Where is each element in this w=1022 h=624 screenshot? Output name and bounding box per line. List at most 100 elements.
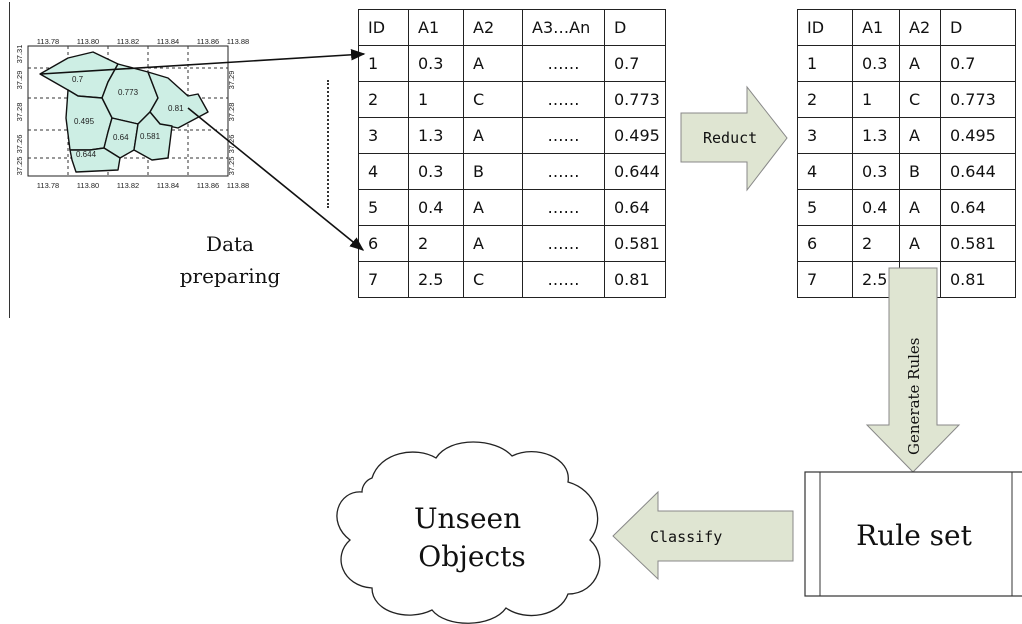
map-label-0.495: 0.495 (74, 117, 95, 126)
generate-rules-arrow (865, 267, 961, 473)
map-top-tick: 113.80 (77, 37, 99, 46)
connector-arrow-row7 (187, 107, 365, 251)
unseen-line-2: Objects (418, 540, 525, 573)
table-cell: 7 (358, 261, 409, 298)
table-cell: 0.7 (604, 45, 666, 82)
table-cell: 0.81 (940, 261, 1016, 298)
table-cell: …… (522, 225, 605, 262)
table-cell: A (899, 117, 941, 154)
classify-label: Classify (650, 528, 722, 546)
rule-set-label: Rule set (856, 519, 972, 552)
table-cell: 0.7 (940, 45, 1016, 82)
table-cell: C (463, 81, 523, 118)
header-cell: A1 (852, 9, 900, 46)
map-bottom-tick: 113.78 (37, 181, 59, 190)
map-bottom-tick: 113.84 (157, 181, 179, 190)
map-top-tick: 113.78 (37, 37, 59, 46)
table-cell: 0.4 (852, 189, 900, 226)
table-cell: …… (522, 81, 605, 118)
table-cell: …… (522, 153, 605, 190)
left-border-line (9, 2, 10, 318)
map-cell-0.581 (133, 111, 173, 161)
table-cell: 7 (797, 261, 853, 298)
map-label-0.64: 0.64 (113, 133, 129, 142)
table-cell: …… (522, 189, 605, 226)
map-right-tick: 37.28 (227, 103, 236, 122)
map-left-tick: 37.31 (15, 45, 24, 64)
table-cell: 1.3 (852, 117, 900, 154)
header-cell: ID (797, 9, 853, 46)
table-cell: 3 (797, 117, 853, 154)
map-left-tick: 37.26 (15, 135, 24, 154)
map-top-tick: 113.86 (197, 37, 219, 46)
table-cell: …… (522, 261, 605, 298)
map-right-tick: 37.29 (227, 71, 236, 90)
unseen-objects-label: Unseen Objects (414, 502, 530, 573)
generate-rules-label: Generate Rules (905, 337, 923, 455)
map-cell-0.644 (69, 147, 121, 173)
table-cell: C (463, 261, 523, 298)
table-cell: 2.5 (852, 261, 900, 298)
classify-arrow (612, 490, 794, 581)
unseen-objects-cloud (336, 441, 601, 624)
map-left-tick: 37.25 (15, 157, 24, 176)
table-cell: 1 (852, 81, 900, 118)
map-label-0.81: 0.81 (168, 104, 184, 113)
table-cell: 0.644 (940, 153, 1016, 190)
table-cell: A (899, 225, 941, 262)
table-cell: A (463, 189, 523, 226)
table-cell: 6 (797, 225, 853, 262)
table-cell: 2.5 (408, 261, 464, 298)
table-cell: 0.581 (604, 225, 666, 262)
table-cell: 2 (408, 225, 464, 262)
table-cell: 4 (358, 153, 409, 190)
data-preparing-label: Data preparing (179, 232, 281, 288)
reduct-arrow (680, 85, 788, 192)
map-label-0.644: 0.644 (76, 150, 97, 159)
table-cell: 0.773 (604, 81, 666, 118)
reduct-label: Reduct (703, 129, 757, 147)
table-cell: 0.81 (604, 261, 666, 298)
map-right-tick: 37.25 (227, 157, 236, 176)
table-cell: A (463, 45, 523, 82)
map-bottom-tick: 113.86 (197, 181, 219, 190)
unseen-line-1: Unseen (414, 502, 521, 535)
map-cell-0.81 (147, 71, 209, 129)
table-cell: A (899, 189, 941, 226)
map-top-tick: 113.84 (157, 37, 179, 46)
connector-arrow-row1 (40, 49, 366, 75)
table-cell: 0.4 (408, 189, 464, 226)
map-label-0.581: 0.581 (140, 132, 161, 141)
map-bottom-tick: 113.82 (117, 181, 139, 190)
map-top-tick: 113.82 (117, 37, 139, 46)
table-header-row: ID A1 A2 A3…An D (358, 9, 666, 46)
table-cell: 4 (797, 153, 853, 190)
map-top-tick: 113.88 (227, 37, 249, 46)
map-left-tick: 37.29 (15, 71, 24, 90)
rule-set-box (804, 471, 1022, 597)
table-cell: 0.3 (408, 153, 464, 190)
header-cell: ID (358, 9, 409, 46)
header-cell: A2 (899, 9, 941, 46)
map-label-0.773: 0.773 (118, 88, 139, 97)
map-bottom-tick: 113.80 (77, 181, 99, 190)
table-cell: 0.581 (940, 225, 1016, 262)
table-cell: …… (522, 45, 605, 82)
table-cell: 0.644 (604, 153, 666, 190)
header-cell: A3…An (522, 9, 605, 46)
dotted-separator (327, 80, 329, 208)
voronoi-map: 113.78 113.80 113.82 113.84 113.86 113.88 113.… (15, 37, 249, 190)
table-cell: 0.495 (604, 117, 666, 154)
table-cell: 1.3 (408, 117, 464, 154)
map-left-tick: 37.28 (15, 103, 24, 122)
